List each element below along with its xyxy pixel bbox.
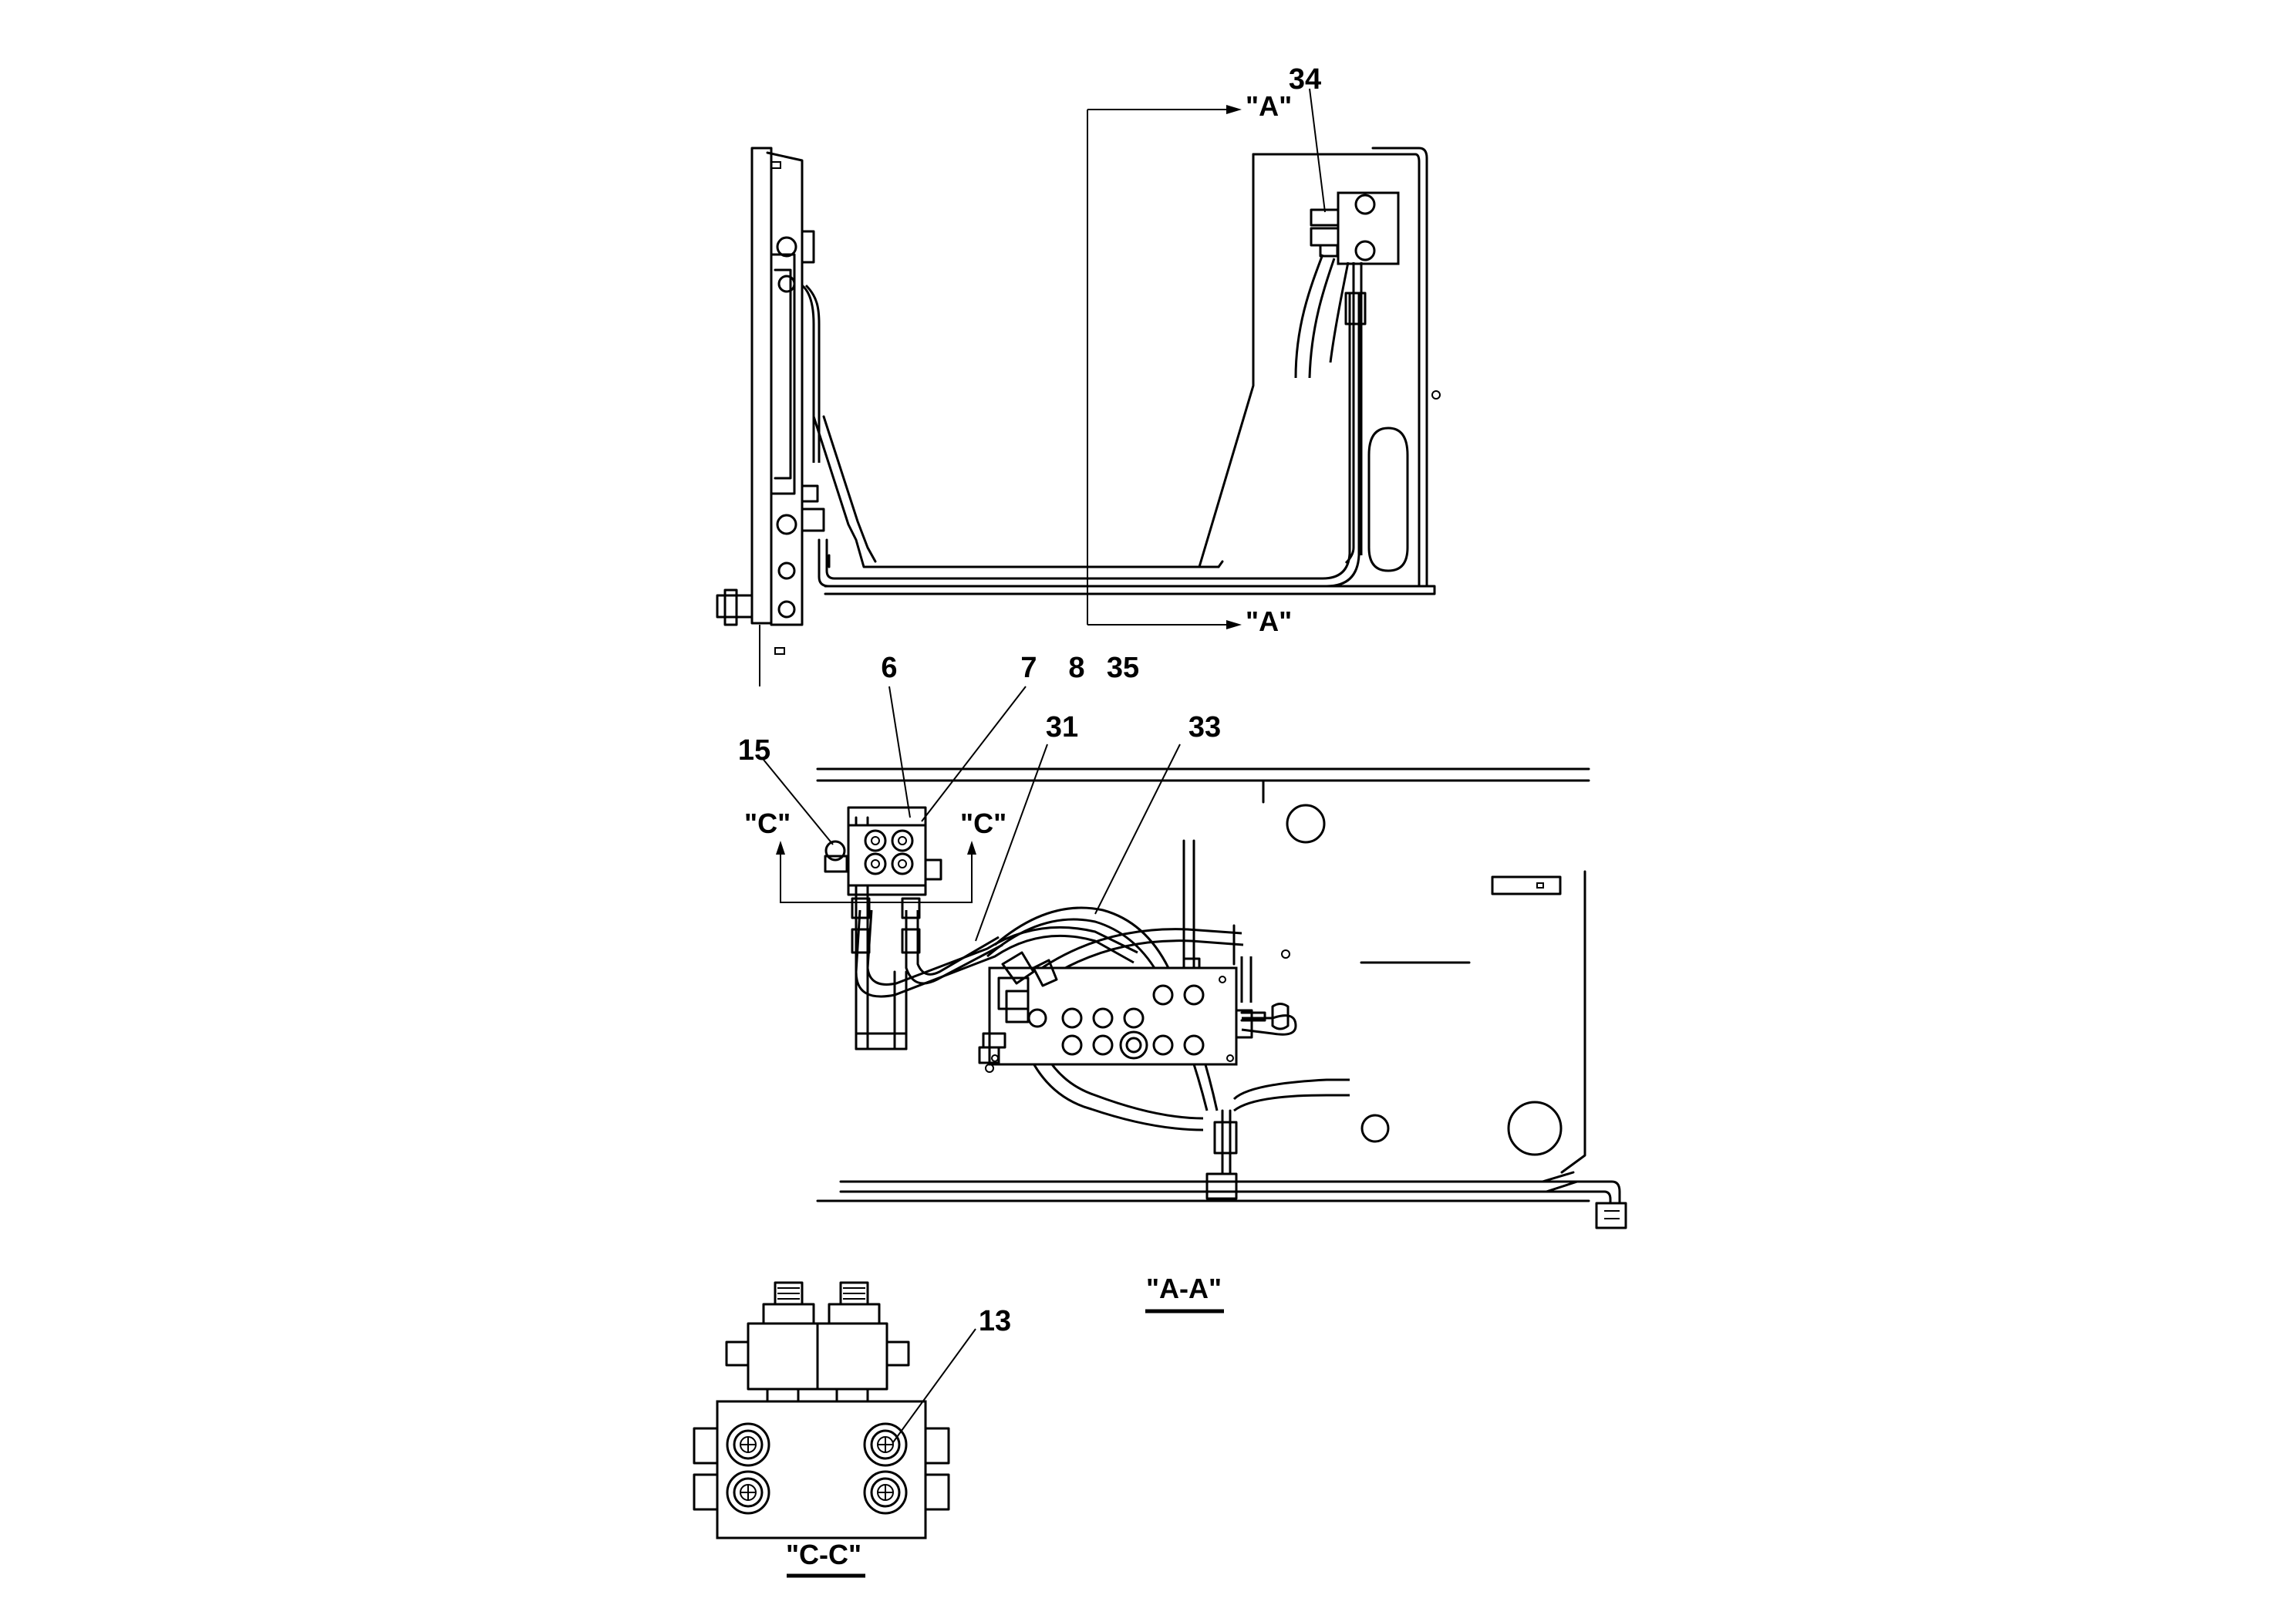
manifold-block <box>978 951 1290 1073</box>
leader-31 <box>975 744 1048 942</box>
callout-15: 15 <box>738 734 770 767</box>
leader-15 <box>763 759 834 845</box>
view-title-aa: "A-A" <box>1146 1273 1222 1304</box>
callout-35: 35 <box>1107 652 1139 684</box>
leader-7 <box>921 686 1027 822</box>
callout-33: 33 <box>1188 711 1221 744</box>
callout-31: 31 <box>1046 711 1078 744</box>
section-line-c <box>776 841 976 903</box>
leader-33 <box>1094 744 1181 915</box>
top-view <box>716 88 1441 686</box>
callout-34: 34 <box>1289 63 1321 96</box>
section-mark-c-right: "C" <box>960 808 1006 839</box>
valve-block-6 <box>824 806 942 896</box>
callout-8: 8 <box>1068 652 1084 684</box>
right-bracket <box>1198 147 1441 588</box>
view-cc <box>693 1281 976 1539</box>
callout-6: 6 <box>881 652 897 684</box>
left-frame <box>716 147 825 686</box>
leader-34 <box>1309 88 1326 213</box>
leader-6 <box>888 686 911 818</box>
leader-13 <box>892 1328 976 1443</box>
view-aa <box>763 686 1627 1229</box>
callout-13: 13 <box>979 1305 1011 1337</box>
section-mark-a-top: "A" <box>1246 90 1292 122</box>
section-line-a <box>1087 105 1242 629</box>
lower-tube-run <box>812 292 1436 595</box>
callout-7: 7 <box>1020 652 1037 684</box>
section-mark-c-left: "C" <box>744 808 791 839</box>
section-mark-a-bottom: "A" <box>1246 605 1292 637</box>
view-title-cc: "C-C" <box>786 1539 861 1570</box>
